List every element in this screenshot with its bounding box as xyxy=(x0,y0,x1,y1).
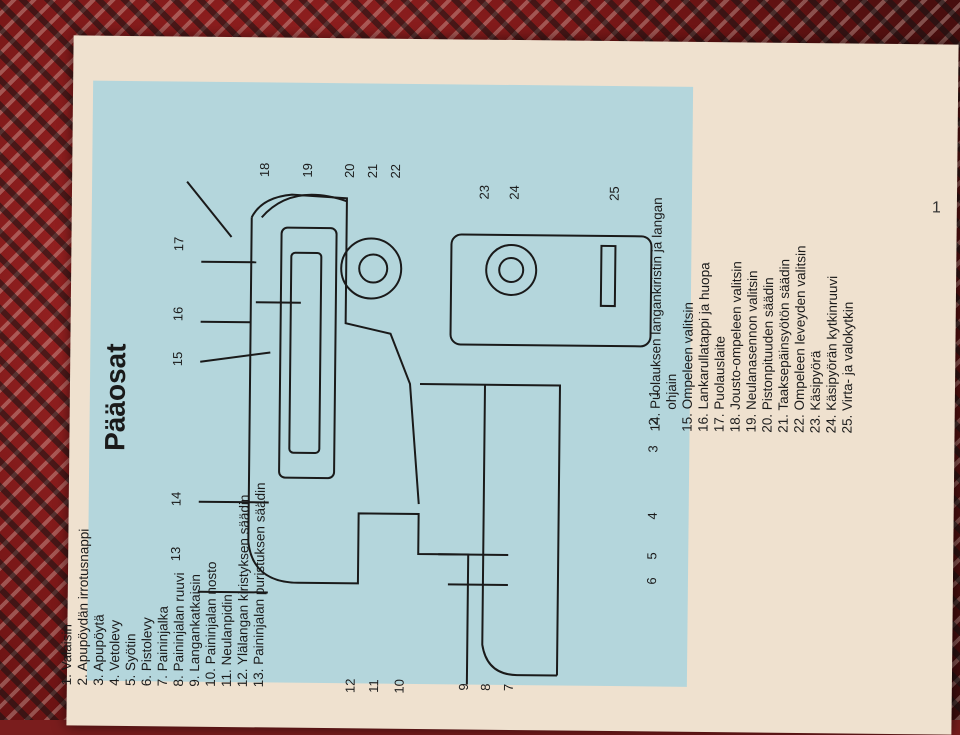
callout-19: 19 xyxy=(300,163,315,178)
base-plate xyxy=(417,384,560,675)
callout-21: 21 xyxy=(365,164,380,179)
callout-3: 3 xyxy=(645,445,660,452)
page-title: Pääosat xyxy=(99,343,132,451)
handwheel-section xyxy=(450,234,651,346)
callout-16: 16 xyxy=(170,307,185,322)
presser-foot-bar xyxy=(448,584,508,585)
callout-9: 9 xyxy=(456,683,471,690)
callout-17: 17 xyxy=(171,237,186,252)
callout-24: 24 xyxy=(507,185,522,200)
callout-11: 11 xyxy=(366,679,381,693)
parts-list-left: 1. Valaisin 2. Apupöydän irrotusnappi 3.… xyxy=(59,465,269,687)
callout-6: 6 xyxy=(644,577,659,584)
front-panel-inner xyxy=(289,253,321,453)
stitch-length-dial-inner xyxy=(359,254,387,282)
callout-5: 5 xyxy=(644,552,659,559)
callout-4: 4 xyxy=(645,512,660,519)
front-panel xyxy=(279,228,337,479)
list-item: 13. Paininjalan puristuksen säädin xyxy=(251,467,269,687)
stitch-length-dial xyxy=(341,238,402,299)
manual-page: 1 2 3 4 5 6 7 8 9 10 11 12 13 14 15 16 1… xyxy=(66,35,958,734)
callout-25: 25 xyxy=(607,186,622,201)
parts-list-right: 14. Puolauksen langankiristin ja langan … xyxy=(648,131,859,433)
free-arm xyxy=(482,385,560,676)
handwheel xyxy=(486,245,537,296)
power-switch xyxy=(601,246,616,306)
list-item: 25. Virta- ja valokytkin xyxy=(840,133,859,433)
callout-20: 20 xyxy=(342,163,357,178)
callout-10: 10 xyxy=(391,679,406,694)
needle-bar xyxy=(438,554,508,555)
handwheel-clutch xyxy=(499,258,523,282)
callout-22: 22 xyxy=(388,164,403,179)
callout-8: 8 xyxy=(478,684,493,691)
callout-18: 18 xyxy=(257,163,272,178)
page-number: 1 xyxy=(932,199,941,217)
callout-12: 12 xyxy=(343,679,358,694)
callout-15: 15 xyxy=(170,352,185,367)
callout-23: 23 xyxy=(477,185,492,200)
callout-7: 7 xyxy=(501,684,516,691)
